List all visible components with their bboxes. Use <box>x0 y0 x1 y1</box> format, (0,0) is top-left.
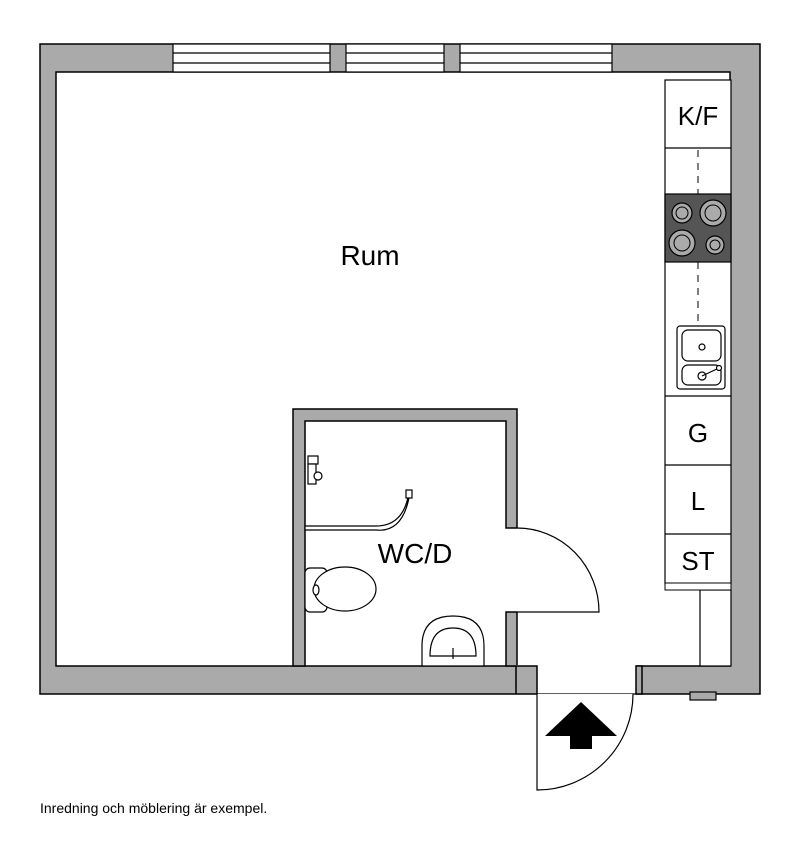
outer-wall <box>39 43 761 695</box>
shower-icon <box>304 455 413 531</box>
windows <box>172 43 613 73</box>
bathroom-label: WC/D <box>378 538 453 569</box>
basin-icon <box>421 615 485 667</box>
bathroom-wall <box>292 408 518 667</box>
bathroom-wall-lower <box>505 611 518 667</box>
entrance-arrow-icon <box>545 702 617 749</box>
stove-icon <box>664 193 732 263</box>
g-label: G <box>688 418 708 448</box>
fridge-freezer-label: K/F <box>678 101 718 131</box>
l-label: L <box>691 486 705 516</box>
toilet-icon <box>304 566 377 613</box>
closet <box>699 589 732 667</box>
window-2 <box>345 43 445 73</box>
window-1 <box>172 43 331 73</box>
st-label: ST <box>681 546 714 576</box>
bathroom-door[interactable] <box>516 527 600 613</box>
wall-niche <box>689 691 717 701</box>
window-3 <box>459 43 613 73</box>
footnote: Inredning och möblering är exempel. <box>40 800 268 816</box>
room-label: Rum <box>340 240 399 271</box>
sink-icon <box>676 325 726 390</box>
